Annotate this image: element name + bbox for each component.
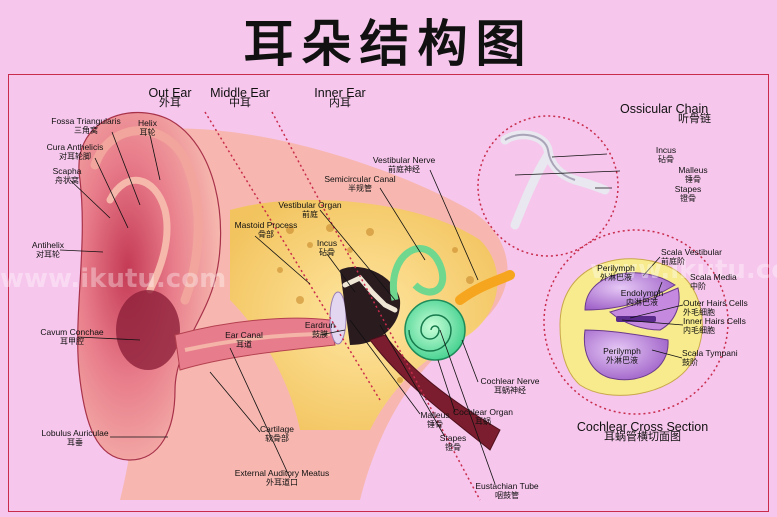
scala-tympani-shape — [583, 329, 669, 381]
scala-vestibuli-shape — [584, 272, 676, 311]
vestibular-nerve-shape — [455, 270, 515, 305]
semicircular-canals — [390, 245, 447, 301]
watermark: www.ikutu.com — [0, 264, 227, 294]
ear-canal-path — [174, 317, 336, 371]
middle-ear-cavity — [340, 266, 401, 345]
antihelix-ridge — [106, 176, 171, 294]
concha — [116, 290, 180, 370]
helix-rim — [90, 126, 203, 305]
ossicular-shading — [504, 133, 576, 181]
watermark-right: www.ikutu.com — [590, 255, 777, 285]
page-title: 耳朵结构图 — [243, 15, 534, 73]
cochlea — [404, 299, 466, 361]
ossicles — [342, 274, 398, 313]
diagram-frame — [8, 74, 769, 512]
leader-lines — [59, 131, 684, 485]
divider-line-1 — [204, 111, 381, 401]
cochlea-spiral — [408, 314, 452, 352]
ear-canal-lining — [184, 332, 331, 352]
divider-line-2 — [271, 111, 481, 501]
